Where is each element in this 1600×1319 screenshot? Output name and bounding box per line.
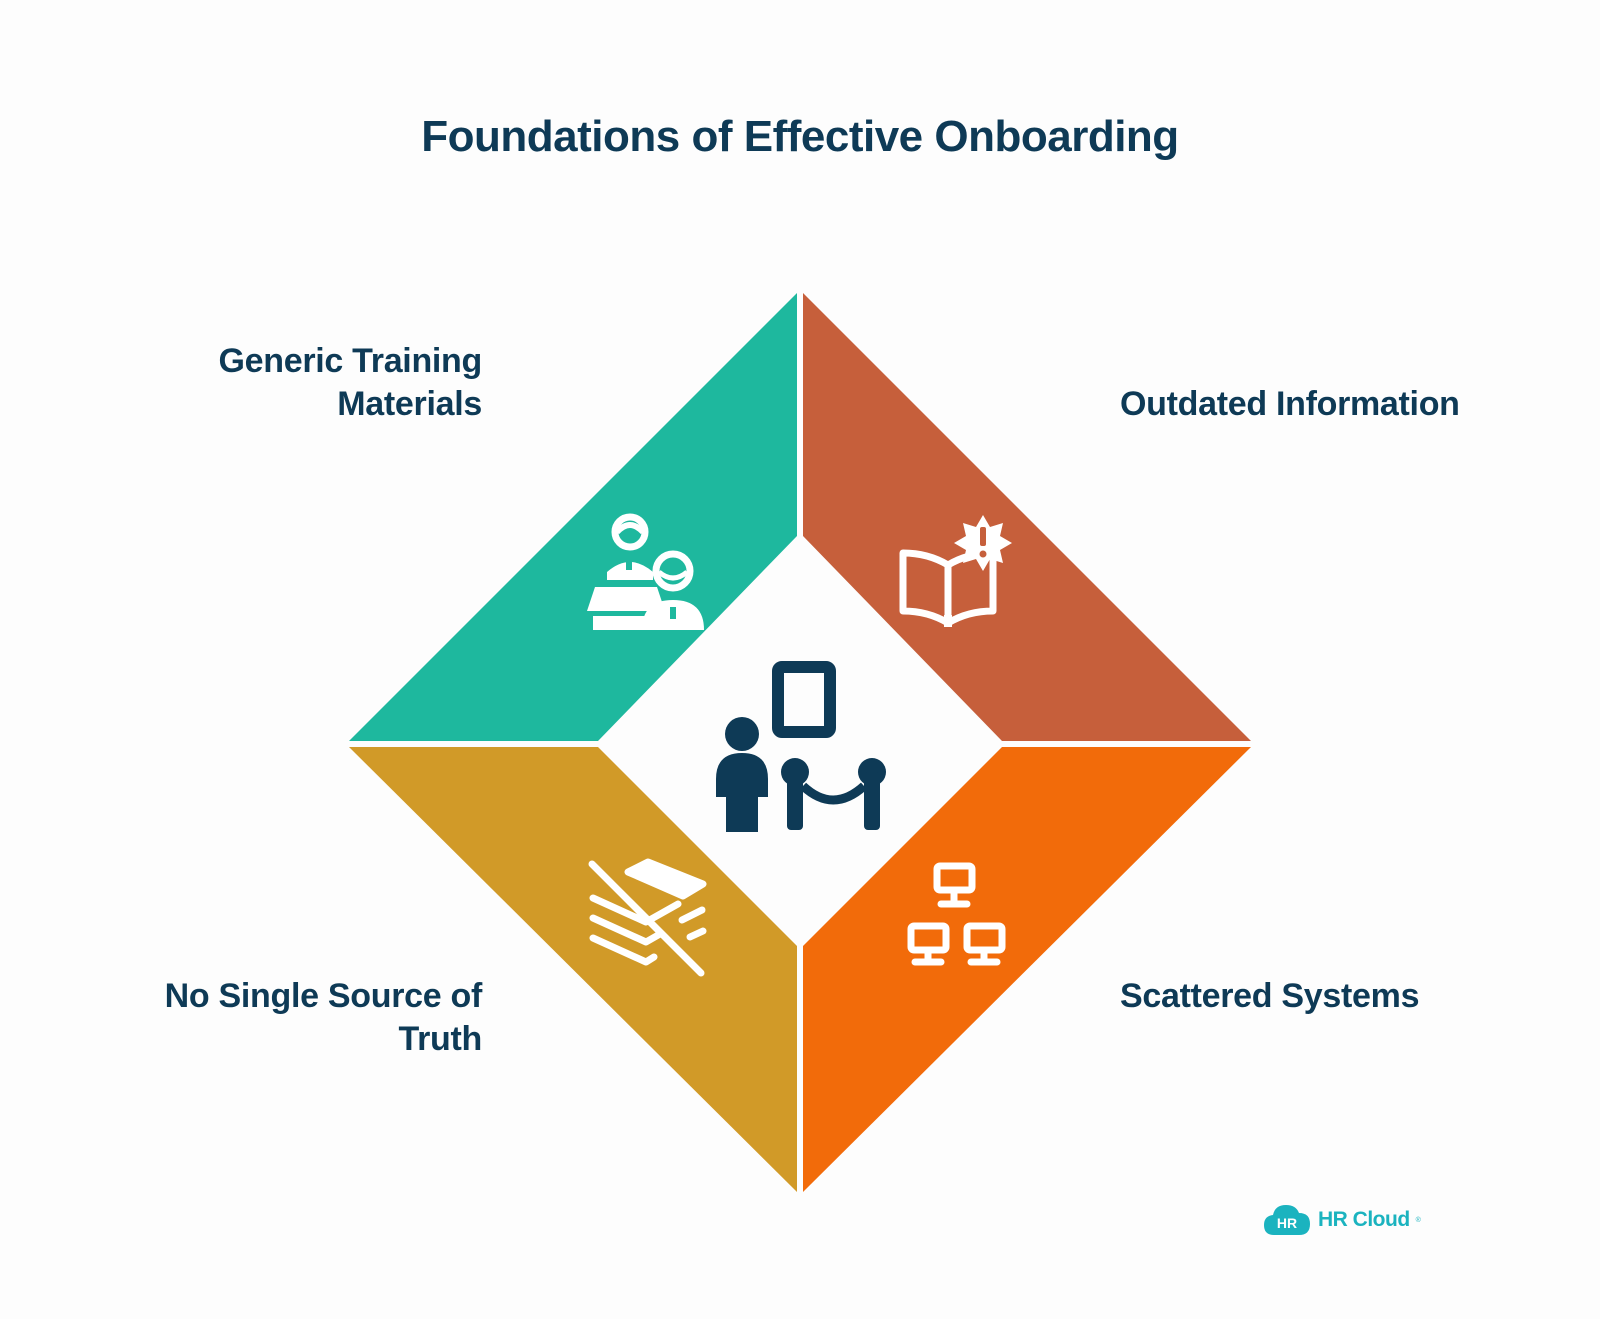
hr-cloud-logo: HR HR Cloud ® <box>1262 1202 1421 1238</box>
label-generic-training-materials: Generic Training Materials <box>218 342 483 423</box>
quadrant-scattered-systems <box>803 747 1251 1192</box>
label-scattered-systems: Scattered Systems <box>1120 977 1420 1015</box>
cloud-icon: HR <box>1264 1205 1310 1235</box>
book-alert-icon <box>899 515 1012 627</box>
network-computers-icon <box>907 862 1006 966</box>
trainer-learner-icon <box>587 513 704 630</box>
quadrant-outdated-information <box>803 293 1251 741</box>
quadrant-no-single-source <box>349 747 797 1192</box>
person-exhibit-rope-icon <box>716 661 886 832</box>
label-no-single-source-of-truth: No Single Source of Truth <box>164 977 483 1058</box>
documents-crossed-icon <box>588 858 707 977</box>
label-outdated-information: Outdated Information <box>1120 385 1460 423</box>
page-title: Foundations of Effective Onboarding <box>421 112 1179 161</box>
svg-text:HR: HR <box>1277 1215 1297 1231</box>
quadrant-generic-training <box>349 293 797 741</box>
